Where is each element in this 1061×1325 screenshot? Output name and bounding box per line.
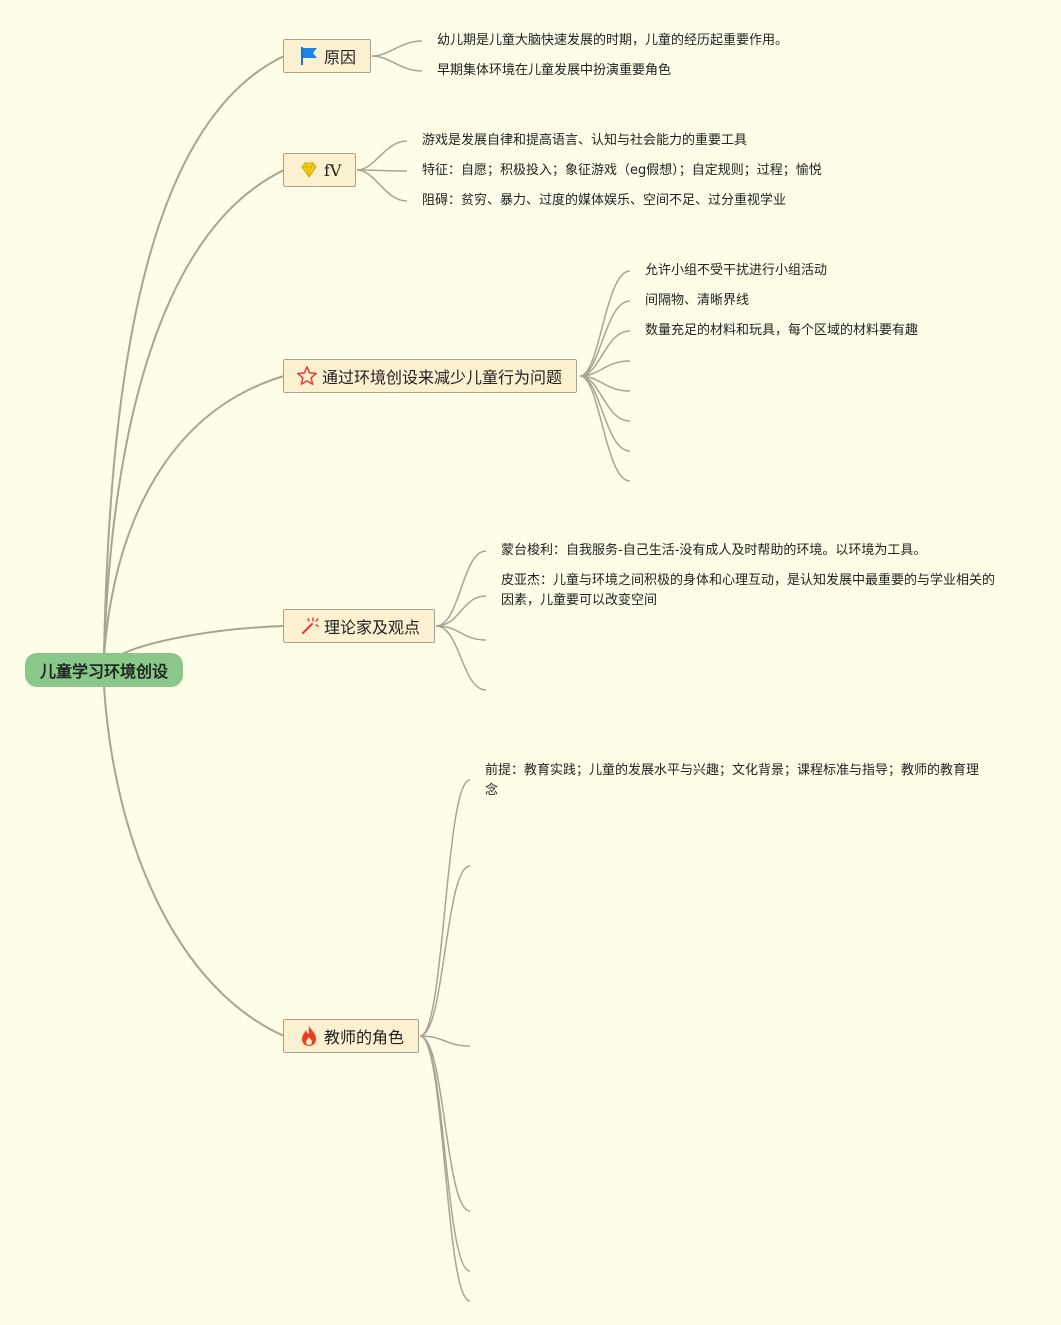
root-to-play-connector bbox=[103, 169, 285, 656]
root-to-reason-connector bbox=[103, 55, 285, 656]
behavior-connector-3 bbox=[579, 330, 631, 377]
topic-reason[interactable]: 原因 bbox=[283, 39, 372, 73]
teacher-connector-2 bbox=[419, 865, 471, 1037]
theorists-leaf-2[interactable]: 皮亚杰：儿童与环境之间积极的身体和心理互动，是认知发展中最重要的与学业相关的因素… bbox=[501, 573, 996, 608]
theorists-connector-4 bbox=[435, 625, 487, 691]
play-connector-2 bbox=[356, 169, 408, 172]
behavior-leaf-3[interactable]: 数量充足的材料和玩具，每个区域的材料要有趣 bbox=[645, 323, 919, 338]
root-topic[interactable]: 儿童学习环境创设 bbox=[25, 653, 183, 687]
root-to-teacher-connector bbox=[103, 686, 285, 1037]
teacher-connector-6 bbox=[419, 1035, 471, 1302]
topic-teacher-label: 教师的角色 bbox=[324, 1028, 405, 1047]
teacher-connector-1 bbox=[419, 779, 471, 1037]
reason-leaf-2[interactable]: 早期集体环境在儿童发展中扮演重要角色 bbox=[437, 63, 672, 78]
play-leaf-2[interactable]: 特征：自愿；积极投入；象征游戏（eg假想）；自定规则；过程；愉悦 bbox=[422, 163, 822, 178]
reason-connector-1 bbox=[371, 40, 423, 57]
teacher-connector-3 bbox=[419, 1035, 471, 1047]
root-topic-label: 儿童学习环境创设 bbox=[39, 662, 168, 681]
topic-play[interactable]: fV bbox=[283, 153, 357, 187]
teacher-connector-4 bbox=[419, 1035, 471, 1212]
behavior-connector-2 bbox=[579, 300, 631, 377]
play-connector-1 bbox=[356, 140, 408, 171]
topic-theorists[interactable]: 理论家及观点 bbox=[283, 609, 436, 643]
magic-wand-icon bbox=[298, 615, 320, 637]
topic-behavior-label: 通过环境创设来减少儿童行为问题 bbox=[322, 368, 563, 387]
topic-reason-label: 原因 bbox=[324, 48, 357, 67]
reason-leaf-1[interactable]: 幼儿期是儿童大脑快速发展的时期，儿童的经历起重要作用。 bbox=[437, 33, 789, 48]
topic-teacher[interactable]: 教师的角色 bbox=[283, 1019, 420, 1053]
teacher-connector-5 bbox=[419, 1035, 471, 1272]
play-leaf-3[interactable]: 阻碍：贫穷、暴力、过度的媒体娱乐、空间不足、过分重视学业 bbox=[422, 193, 787, 208]
diamond-icon bbox=[298, 159, 320, 181]
play-connector-3 bbox=[356, 169, 408, 202]
root-to-behavior-connector bbox=[103, 375, 285, 656]
play-leaf-1[interactable]: 游戏是发展自律和提高语言、认知与社会能力的重要工具 bbox=[422, 133, 748, 148]
behavior-leaf-2[interactable]: 间隔物、清晰界线 bbox=[645, 293, 750, 308]
behavior-connector-1 bbox=[579, 270, 631, 377]
flag-icon bbox=[298, 45, 320, 67]
behavior-connector-8 bbox=[579, 375, 631, 482]
behavior-connector-7 bbox=[579, 375, 631, 452]
reason-connector-2 bbox=[371, 55, 423, 72]
root-to-theorists-connector bbox=[119, 625, 285, 656]
theorists-leaf-1[interactable]: 蒙台梭利：自我服务-自己生活-没有成人及时帮助的环境。以环境为工具。 bbox=[501, 543, 927, 558]
theorists-connector-1 bbox=[435, 550, 487, 627]
star-icon bbox=[296, 365, 318, 387]
theorists-connector-2 bbox=[435, 595, 487, 627]
teacher-leaf-1[interactable]: 前提：教育实践；儿童的发展水平与兴趣；文化背景；课程标准与指导；教师的教育理念 bbox=[485, 763, 980, 798]
fire-icon bbox=[298, 1025, 320, 1047]
topic-behavior[interactable]: 通过环境创设来减少儿童行为问题 bbox=[283, 359, 578, 393]
topic-play-label: fV bbox=[324, 160, 342, 180]
behavior-leaf-1[interactable]: 允许小组不受干扰进行小组活动 bbox=[645, 263, 828, 278]
topic-theorists-label: 理论家及观点 bbox=[324, 618, 421, 637]
